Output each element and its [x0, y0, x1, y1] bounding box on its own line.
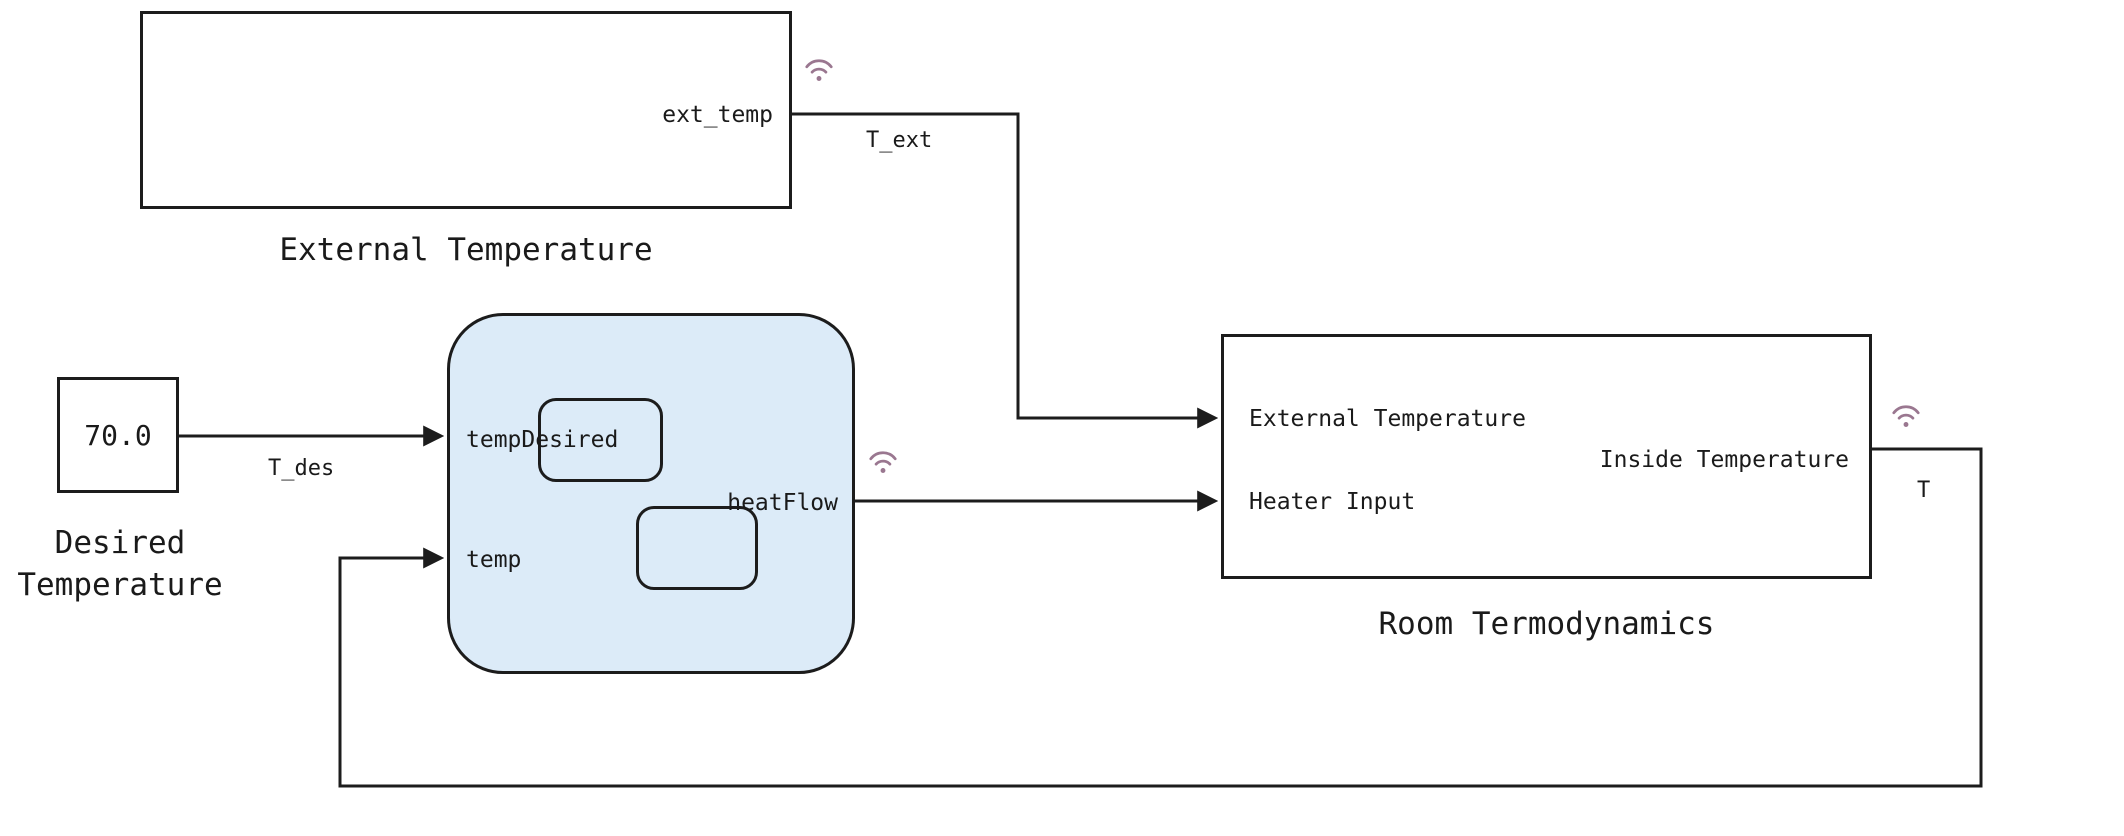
wifi-icon[interactable] [1889, 402, 1923, 430]
ext-temp-output-port-label: ext_temp [662, 102, 773, 128]
t-ext-signal-label: T_ext [866, 128, 933, 153]
chart-state-box-top[interactable] [538, 398, 663, 482]
chart-state-box-bottom[interactable] [636, 506, 758, 590]
wifi-icon[interactable] [802, 56, 836, 84]
thermostat-chart-block[interactable]: tempDesired temp heatFlow [447, 313, 855, 674]
desired-temperature-value: 70.0 [84, 418, 152, 452]
chart-output-heatflow-label: heatFlow [727, 490, 838, 516]
room-input-external-temperature-label: External Temperature [1249, 406, 1526, 432]
desired-temperature-block[interactable]: 70.0 [57, 377, 179, 493]
desired-temperature-caption: Desired Temperature [17, 525, 223, 603]
signal-line-t-ext[interactable] [792, 112, 1219, 429]
chart-input-temp-label: temp [466, 547, 522, 573]
signal-line-t-feedback[interactable] [338, 447, 1983, 788]
t-signal-label: T [1917, 478, 1931, 503]
external-temperature-caption: External Temperature [279, 232, 653, 268]
room-input-heater-input-label: Heater Input [1249, 489, 1416, 515]
chart-input-tempdesired-label: tempDesired [466, 427, 619, 453]
external-temperature-block[interactable]: ext_temp [140, 11, 792, 209]
room-output-inside-temperature-label: Inside Temperature [1599, 447, 1849, 473]
room-thermodynamics-caption: Room Termodynamics [1378, 606, 1715, 642]
room-thermodynamics-block[interactable]: External Temperature Heater Input Inside… [1221, 334, 1872, 579]
t-des-signal-label: T_des [268, 456, 335, 481]
wifi-icon[interactable] [866, 448, 900, 476]
